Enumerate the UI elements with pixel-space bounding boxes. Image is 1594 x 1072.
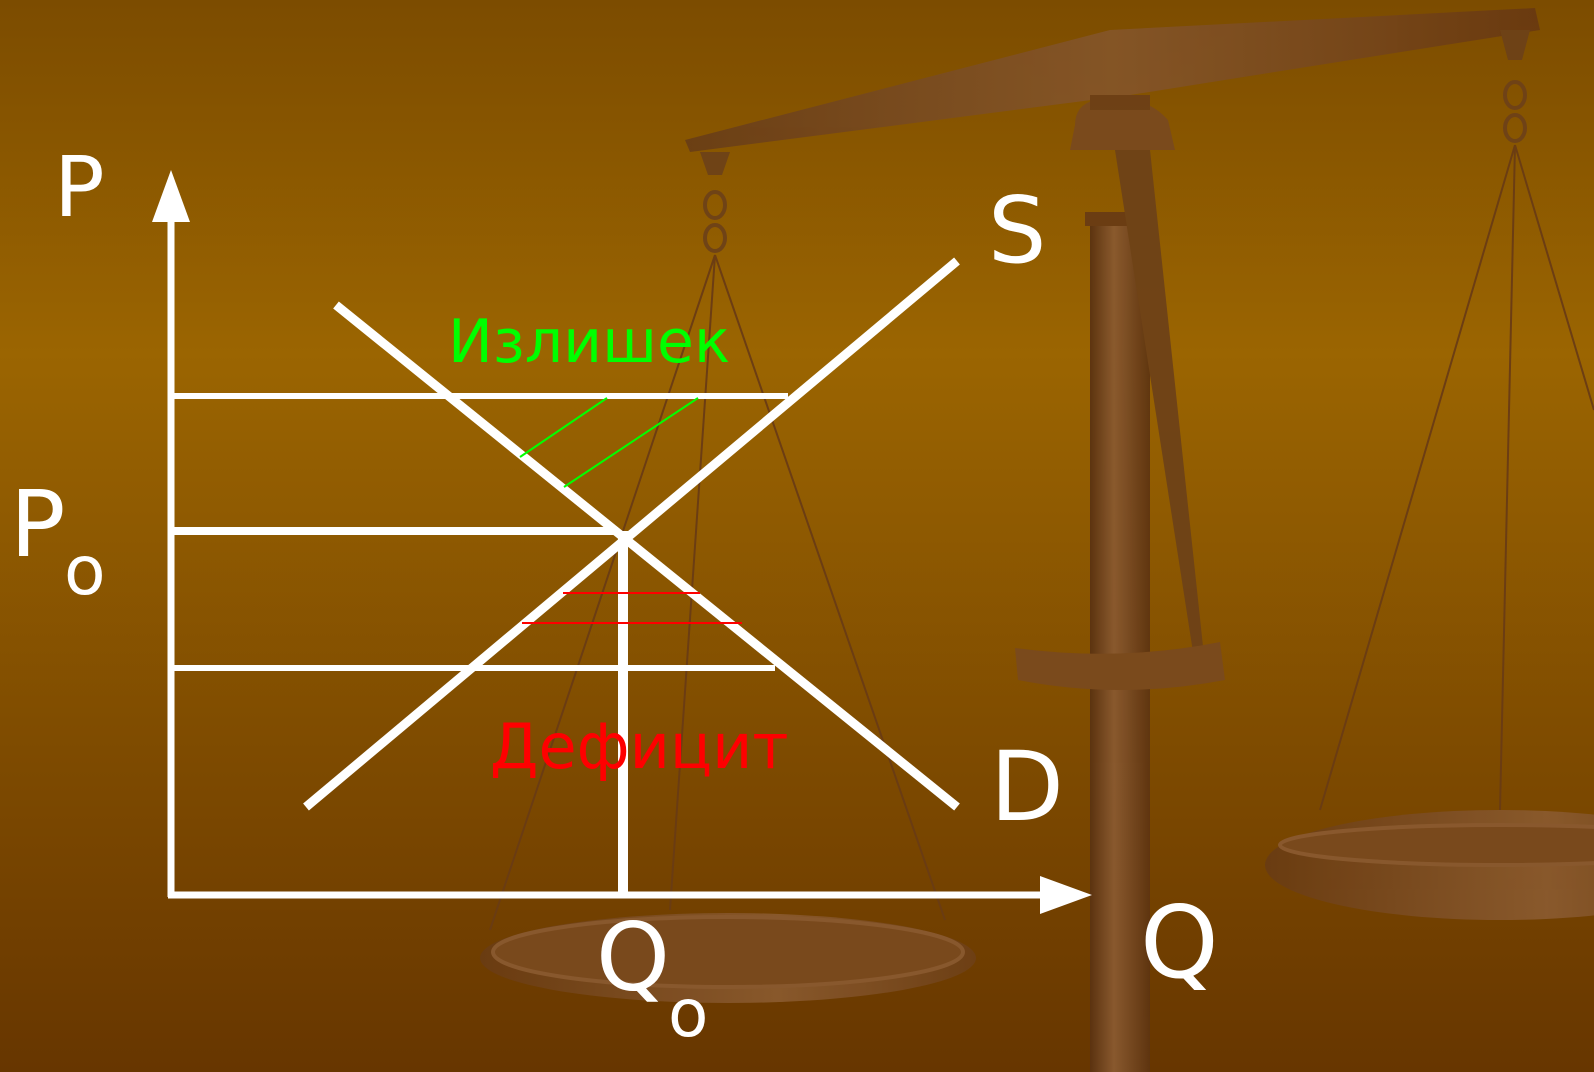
scale-right-hanger	[1500, 30, 1530, 60]
equilibrium-price-subscript: o	[64, 532, 106, 611]
demand-label: D	[990, 731, 1064, 843]
curves	[303, 257, 960, 811]
labels: P Q S D P o Q o Излишек Дефицит	[10, 138, 1219, 1052]
surplus-hatch	[519, 397, 699, 488]
deficit-hatch	[522, 592, 742, 624]
q-axis-label: Q	[1140, 884, 1219, 1001]
scale-pointer	[1115, 150, 1205, 665]
balance-scale-decoration	[480, 8, 1594, 1072]
surplus-label: Излишек	[448, 307, 730, 377]
supply-label: S	[988, 177, 1046, 284]
equilibrium-quantity-subscript: o	[668, 975, 708, 1052]
p-axis-label: P	[54, 138, 105, 236]
scale-base-bracket	[1015, 642, 1225, 690]
demand-curve	[333, 301, 960, 811]
supply-curve	[303, 257, 960, 811]
scale-hub	[1070, 100, 1175, 150]
scale-left-hanger	[700, 152, 730, 175]
axes	[152, 170, 1092, 914]
scale-beam	[685, 8, 1540, 152]
equilibrium-price-label: P	[10, 471, 65, 578]
p-axis-arrow	[152, 170, 190, 222]
scale-hub-cap	[1090, 95, 1150, 110]
q-axis-arrow	[1040, 876, 1092, 914]
scale-post	[1090, 215, 1150, 1072]
equilibrium-quantity-label: Q	[596, 904, 670, 1013]
deficit-label: Дефицит	[490, 710, 789, 783]
